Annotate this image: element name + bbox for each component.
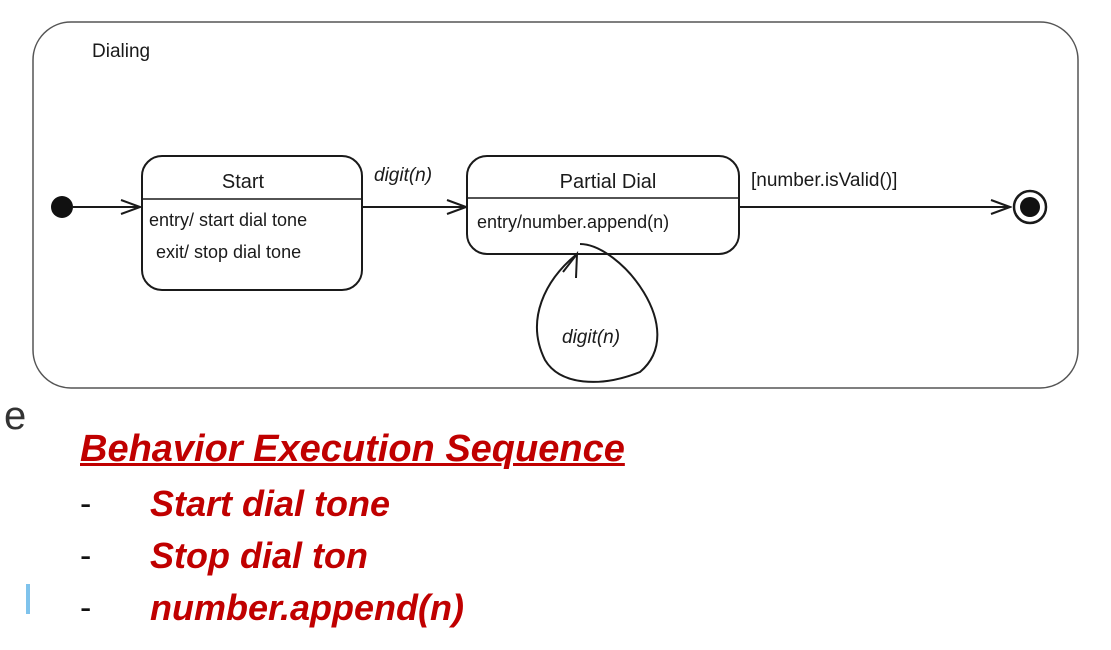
transition-self-loop-label: digit(n) (562, 327, 620, 348)
dialing-frame-label: Dialing (92, 41, 150, 62)
cropped-text-fragment: e (4, 394, 27, 438)
initial-state (51, 196, 73, 218)
list-dash: - (80, 484, 92, 523)
state-partial-dial-name: Partial Dial (560, 171, 657, 193)
transition-self-loop (536, 243, 659, 383)
dialing-composite-frame (32, 21, 1079, 389)
behavior-sequence-heading: Behavior Execution Sequence (80, 428, 625, 470)
final-state (1012, 189, 1048, 225)
state-partial-dial: Partial Dial entry/number.append(n) (466, 155, 740, 255)
transition-start-to-partial-label: digit(n) (374, 165, 432, 186)
state-start-exit-action: exit/ stop dial tone (156, 242, 301, 262)
list-item-text: number.append(n) (150, 587, 464, 628)
transition-guard-label: [number.isValid()] (751, 170, 897, 191)
list-item-text: Stop dial ton (150, 535, 368, 576)
self-loop-arrowhead (562, 250, 579, 279)
list-item-text: Start dial tone (150, 483, 391, 524)
state-start-name: Start (222, 171, 265, 193)
state-partial-dial-entry-action: entry/number.append(n) (477, 212, 669, 232)
list-item: - number.append(n) (80, 582, 464, 634)
state-start: Start entry/ start dial tone exit/ stop … (141, 155, 363, 291)
list-dash: - (80, 536, 92, 575)
cropped-accent-bar (26, 584, 30, 614)
list-dash: - (80, 588, 92, 627)
state-start-entry-action: entry/ start dial tone (149, 210, 307, 230)
behavior-sequence-list: - Start dial tone - Stop dial ton - numb… (80, 478, 464, 634)
list-item: - Stop dial ton (80, 530, 464, 582)
list-item: - Start dial tone (80, 478, 464, 530)
